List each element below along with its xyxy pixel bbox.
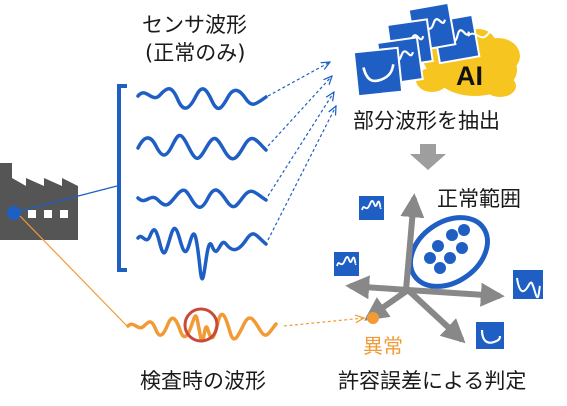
anomaly-label: 異常 [363,334,403,358]
extract-partial-waveforms-label: 部分波形を抽出 [353,109,500,133]
sensor-waveform-1 [136,87,268,111]
ai-cards-icon [352,1,520,98]
down-arrow-icon [410,144,446,170]
factory-icon [0,163,78,240]
to-ai-arrows [267,62,336,241]
ai-label: AI [456,61,483,91]
small-waveform-icons [334,196,543,349]
inspection-waveform [126,312,278,343]
sensor-waveform-2 [136,133,268,161]
inspection-arrow [283,318,364,327]
normal-range-label: 正常範囲 [437,187,521,211]
waveform-bracket [117,84,127,272]
anomaly-dot [367,312,379,324]
inspection-waveform-label: 検査時の波形 [140,369,266,393]
tolerance-judgment-label: 許容誤差による判定 [338,369,527,393]
sensor-waveform-title: センサ波形 [142,13,247,37]
normal-only-subtitle: (正常のみ) [145,41,246,65]
sensor-connector-line [19,185,118,212]
anomaly-highlight-circle [183,307,219,343]
sensor-waveform-3 [136,188,268,209]
inspection-connector-line [19,215,128,327]
sensor-waveform-group [136,87,268,281]
sensor-waveform-4 [136,226,268,281]
normal-range-cluster [408,215,490,289]
